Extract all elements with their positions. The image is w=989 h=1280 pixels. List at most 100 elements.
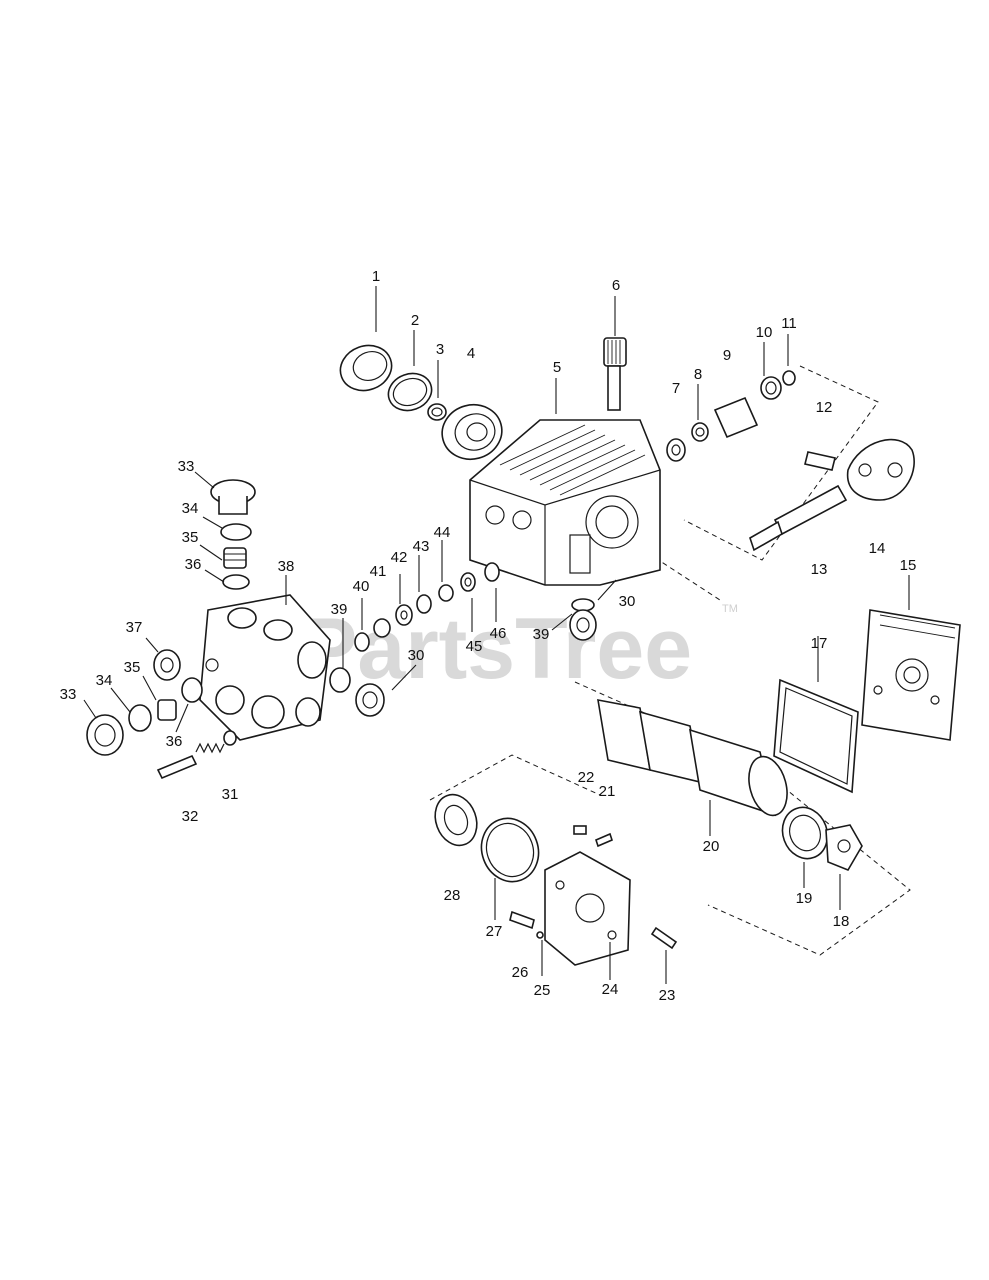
callout-44: 44 [434, 524, 451, 541]
part-1-cover [339, 344, 393, 392]
callout-35-top: 35 [182, 529, 199, 546]
callout-40: 40 [353, 578, 370, 595]
part-40-ring [354, 632, 370, 652]
callout-33-top: 33 [178, 458, 195, 475]
callout-25: 25 [534, 982, 551, 999]
callout-13: 13 [811, 561, 828, 578]
part-30-plug-right [569, 609, 597, 641]
part-32-bolt [156, 754, 198, 780]
callout-30-left: 30 [408, 647, 425, 664]
callout-31: 31 [222, 786, 239, 803]
callout-28: 28 [444, 887, 461, 904]
part-27-oring [480, 817, 540, 883]
part-42-seal [395, 604, 413, 626]
part-24-flange [544, 851, 631, 966]
callout-15: 15 [900, 557, 917, 574]
callout-18: 18 [833, 913, 850, 930]
part-41-ring [373, 618, 391, 638]
leader-lines [83, 286, 910, 984]
callout-23: 23 [659, 987, 676, 1004]
part-38-manifold [199, 594, 331, 741]
part-36-oring-top [222, 574, 250, 590]
part-23-key [650, 926, 678, 950]
callout-39-right: 39 [533, 626, 550, 643]
part-7-seal [666, 438, 686, 462]
callout-9: 9 [723, 347, 731, 364]
callout-5: 5 [553, 359, 561, 376]
callout-26: 26 [512, 964, 529, 981]
part-34-oring-lower [128, 704, 152, 732]
part-21-screw [595, 832, 613, 848]
part-8-ring [691, 422, 709, 442]
callout-30-right: 30 [619, 593, 636, 610]
callout-10: 10 [756, 324, 773, 341]
part-36-oring-lower [181, 677, 203, 703]
callout-6: 6 [612, 277, 620, 294]
part-46-ring [484, 562, 500, 582]
callout-35-lower: 35 [124, 659, 141, 676]
callout-38: 38 [278, 558, 295, 575]
callout-2: 2 [411, 312, 419, 329]
callout-labels: 1 2 3 4 5 6 7 8 9 10 11 12 13 14 15 17 1… [60, 268, 917, 1004]
callout-12: 12 [816, 399, 833, 416]
part-17-gasket [773, 678, 859, 794]
part-11-oring [782, 370, 796, 386]
part-3-snap-ring [427, 403, 447, 421]
callout-7: 7 [672, 380, 680, 397]
callout-43: 43 [413, 538, 430, 555]
callout-37: 37 [126, 619, 143, 636]
callout-27: 27 [486, 923, 503, 940]
callout-19: 19 [796, 890, 813, 907]
callout-22: 22 [578, 769, 595, 786]
part-9-sleeve [713, 396, 759, 439]
part-4-bearing [441, 403, 503, 461]
part-25-washer [536, 931, 544, 939]
part-34-oring-top [220, 523, 252, 541]
part-44-ring [438, 584, 454, 602]
part-30-plug-left [355, 683, 385, 717]
part-10-bearing [760, 376, 782, 400]
callout-21: 21 [599, 783, 616, 800]
callout-36-top: 36 [185, 556, 202, 573]
part-45-seal [460, 572, 476, 592]
callout-39-left: 39 [331, 601, 348, 618]
callout-33-lower: 33 [60, 686, 77, 703]
part-33-plug-lower [86, 714, 124, 756]
callout-41: 41 [370, 563, 387, 580]
part-28-seal [434, 793, 478, 847]
callout-1: 1 [372, 268, 380, 285]
callout-36-lower: 36 [166, 733, 183, 750]
callout-11: 11 [781, 315, 797, 332]
part-20-camshaft [597, 698, 788, 817]
part-2-oring [387, 372, 433, 412]
part-35-valve-lower [157, 699, 177, 721]
callout-42: 42 [391, 549, 408, 566]
part-37-plug [153, 649, 181, 681]
callout-32: 32 [182, 808, 199, 825]
callout-4: 4 [467, 345, 475, 362]
callout-8: 8 [694, 366, 702, 383]
part-18-plate [825, 824, 863, 871]
part-26-bolt [509, 910, 535, 930]
part-31-spring [195, 730, 237, 754]
part-6-dipstick [603, 337, 627, 411]
part-19-bushing [781, 806, 829, 860]
part-35-valve-top [223, 547, 247, 569]
part-15-end-cover [861, 609, 961, 741]
part-22-screw [573, 825, 587, 835]
part-12-connecting-rod-cover [804, 438, 915, 501]
watermark-trademark: TM [722, 603, 738, 615]
part-13-shaft [749, 484, 848, 552]
part-33-plug-top [210, 479, 256, 515]
callout-17: 17 [811, 635, 828, 652]
callout-3: 3 [436, 341, 444, 358]
callout-20: 20 [703, 838, 720, 855]
callout-14: 14 [869, 540, 886, 557]
part-43-retainer [416, 594, 432, 614]
callout-46: 46 [490, 625, 507, 642]
callout-34-top: 34 [182, 500, 199, 517]
callout-24: 24 [602, 981, 619, 998]
callout-34-lower: 34 [96, 672, 113, 689]
callout-45: 45 [466, 638, 483, 655]
